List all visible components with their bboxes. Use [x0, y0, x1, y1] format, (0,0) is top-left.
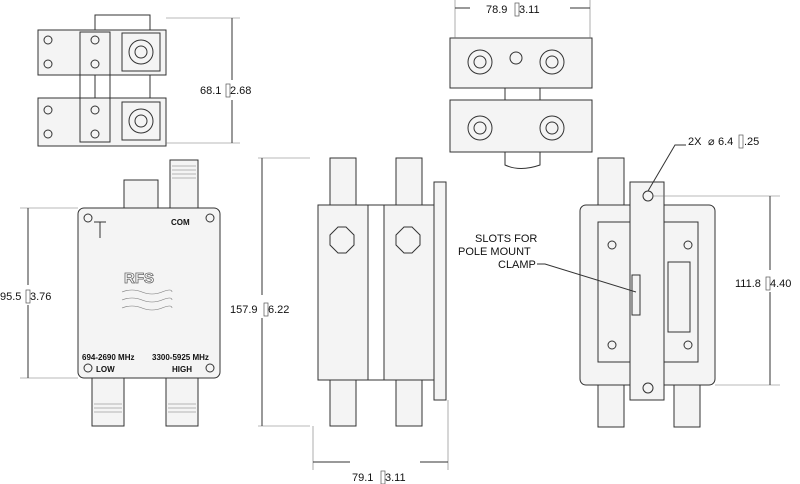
svg-text:⌀: ⌀ [708, 136, 715, 148]
svg-text:SLOTS FOR: SLOTS FOR [475, 233, 537, 245]
back-view [579, 144, 780, 428]
svg-text:6.22: 6.22 [268, 304, 289, 316]
slots-callout: SLOTS FOR POLE MOUNT CLAMP [458, 233, 637, 293]
dim-68-1: 68.1 2.68 [200, 83, 251, 98]
dim-157-9: 157.9 6.22 [230, 302, 289, 317]
top-view-right [449, 0, 593, 169]
label-high: HIGH [172, 365, 192, 374]
label-low: LOW [96, 365, 115, 374]
svg-text:3.11: 3.11 [519, 4, 540, 16]
svg-text:6.4: 6.4 [718, 136, 733, 148]
svg-text:POLE MOUNT: POLE MOUNT [458, 246, 531, 258]
label-low-range: 694-2690 MHz [82, 353, 134, 362]
svg-text:2X: 2X [688, 136, 702, 148]
svg-text:3.76: 3.76 [30, 291, 51, 303]
svg-text:2.68: 2.68 [230, 85, 251, 97]
hole-callout: 2X ⌀ 6.4 .25 [688, 134, 759, 149]
svg-text:157.9: 157.9 [230, 304, 258, 316]
rfs-logo: RFS [124, 270, 154, 287]
svg-text:79.1: 79.1 [352, 472, 373, 484]
svg-text:.25: .25 [744, 136, 759, 148]
svg-text:95.5: 95.5 [0, 291, 21, 303]
dim-78-9: 78.9 3.11 [486, 2, 540, 17]
side-view [258, 157, 449, 470]
label-high-range: 3300-5925 MHz [152, 353, 209, 362]
svg-text:111.8: 111.8 [735, 278, 761, 290]
svg-text:68.1: 68.1 [200, 85, 221, 97]
label-com: COM [171, 218, 190, 227]
dim-111-8: 111.8 4.40 [735, 276, 791, 291]
front-view [20, 159, 221, 427]
svg-text:4.40: 4.40 [770, 278, 791, 290]
top-view-left [37, 14, 240, 147]
svg-text:CLAMP: CLAMP [498, 259, 536, 271]
dim-95-5: 95.5 3.76 [0, 289, 51, 304]
svg-text:3.11: 3.11 [385, 472, 406, 484]
dim-79-1: 79.1 3.11 [352, 470, 406, 484]
svg-text:78.9: 78.9 [486, 4, 507, 16]
